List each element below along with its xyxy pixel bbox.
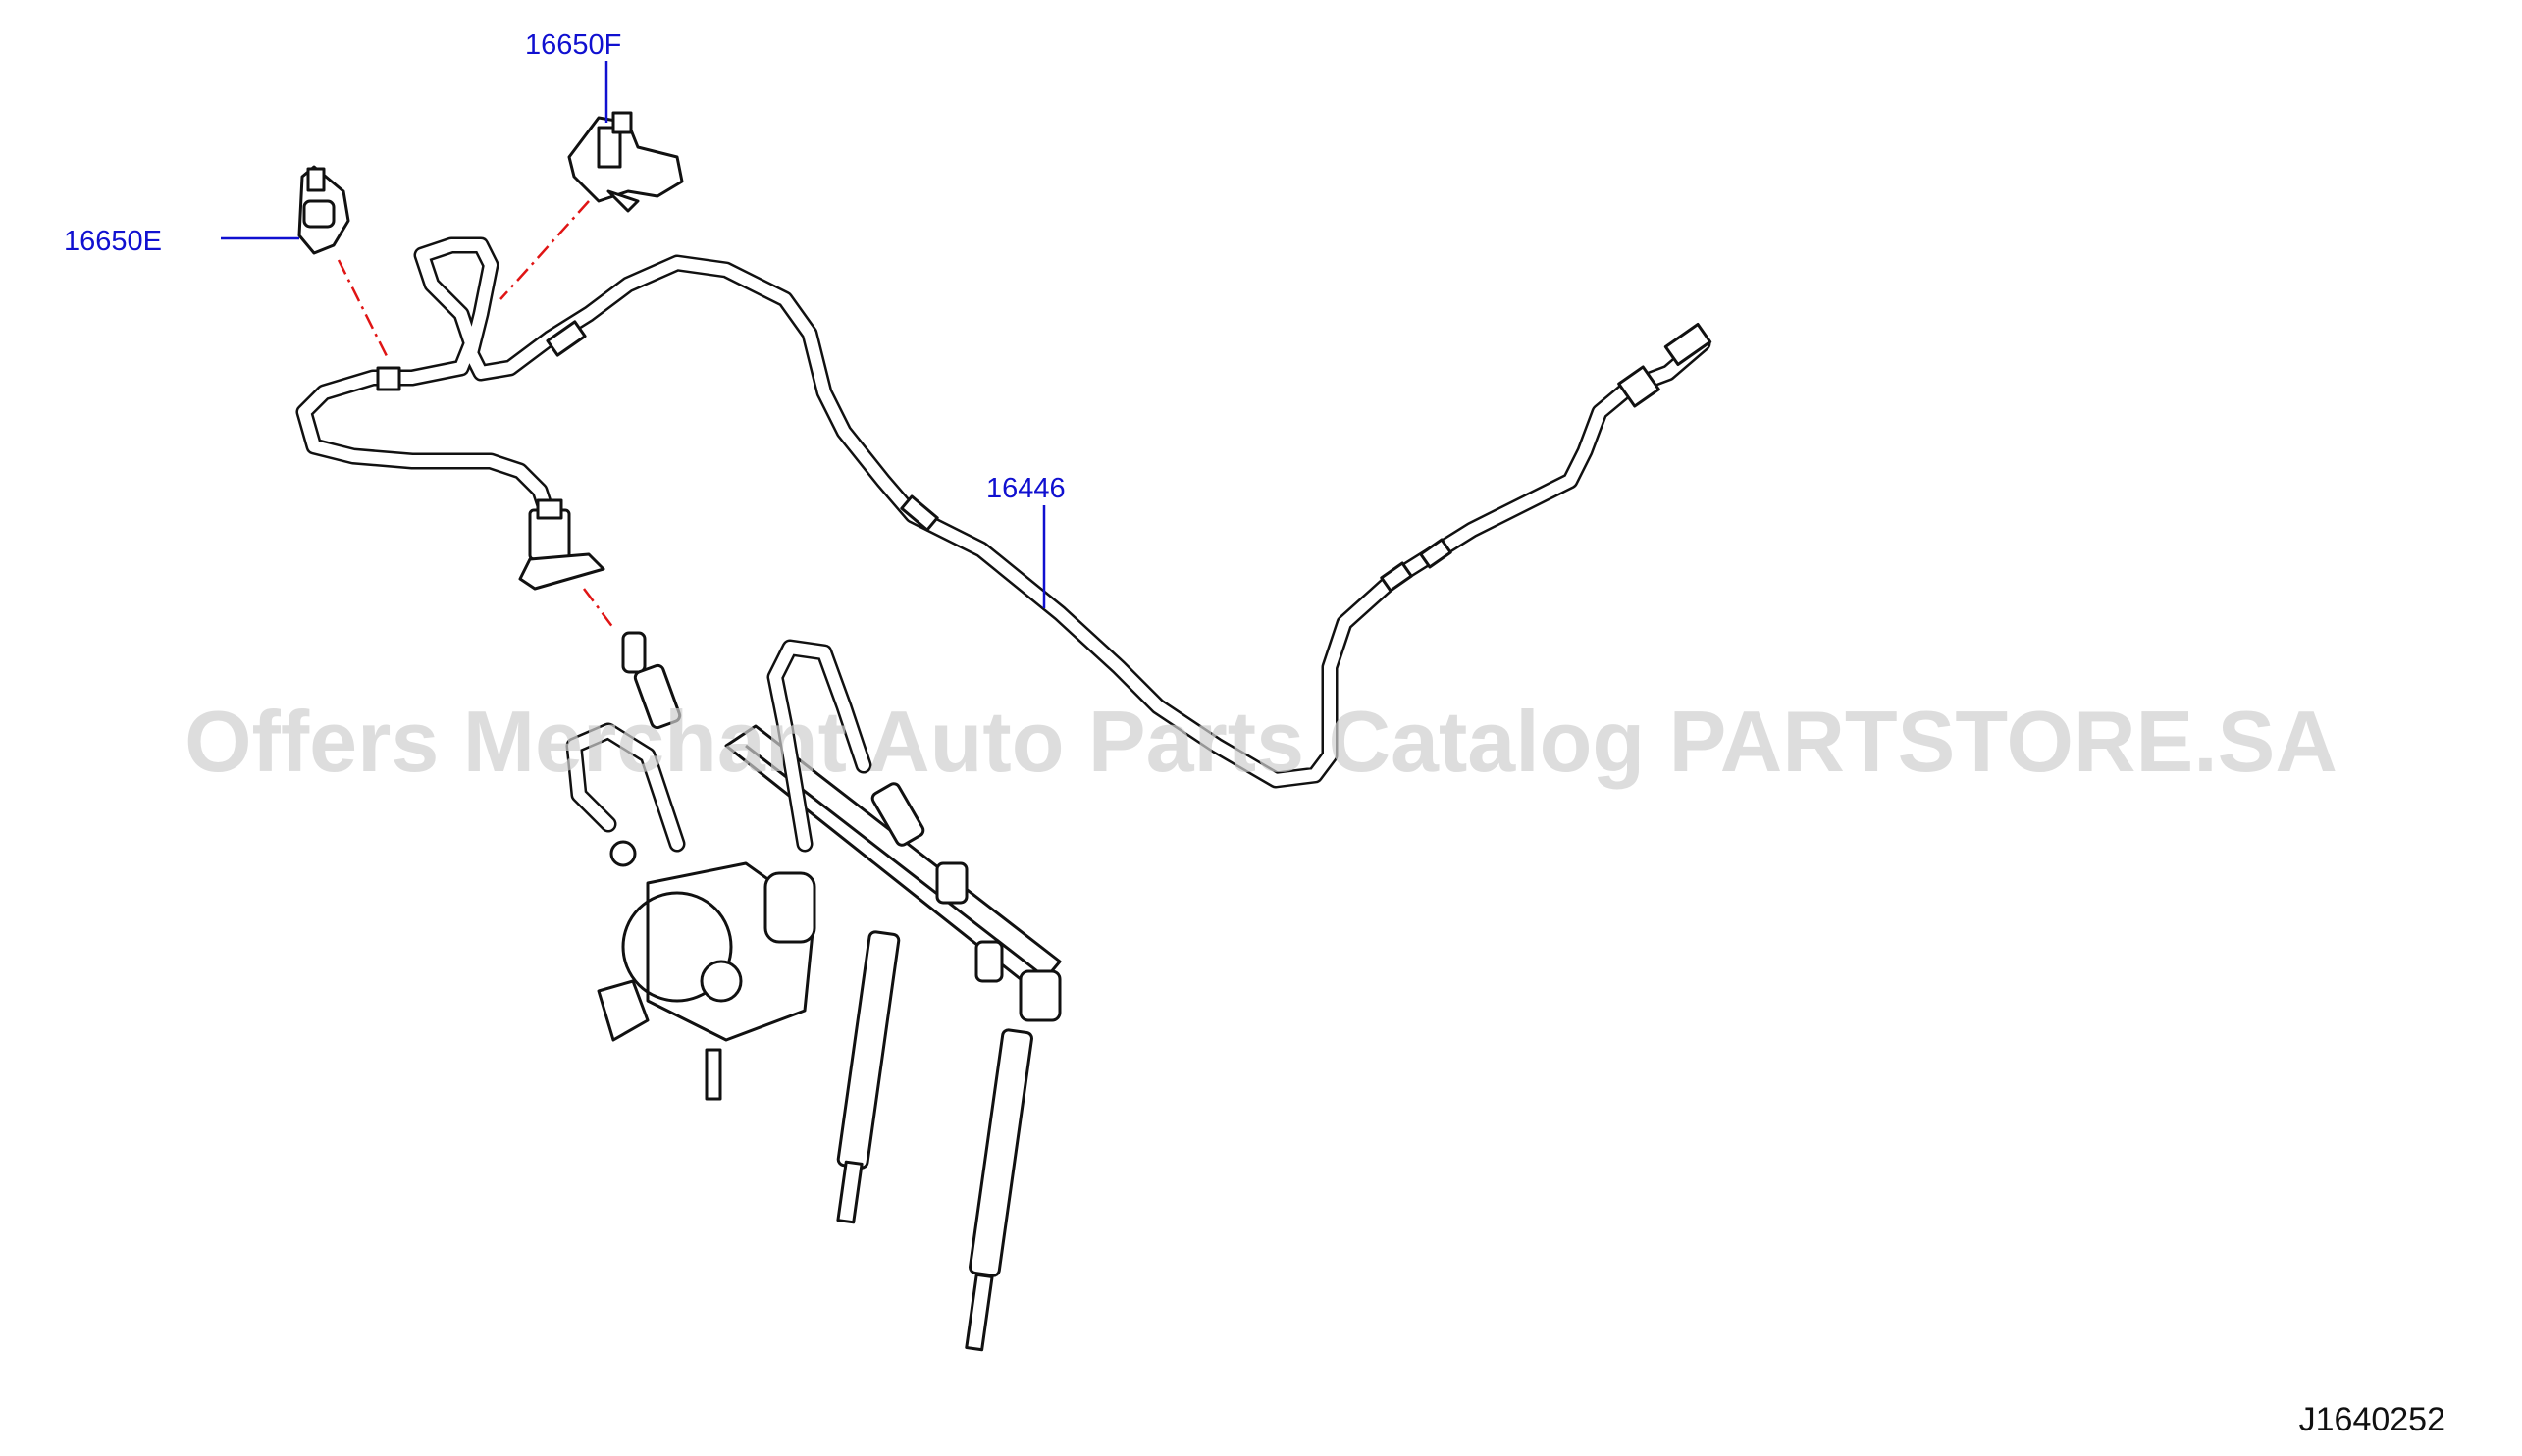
watermark: Offers Merchant Auto Parts Catalog PARTS… [184, 693, 2338, 790]
clip-16650F [567, 111, 684, 213]
assembly-lines [337, 200, 614, 629]
diagram-code: J1640252 [2298, 1401, 2445, 1438]
fuel-tube-16446 [295, 236, 1712, 789]
clip-16650E [297, 165, 350, 255]
callout-16446: 16446 [986, 473, 1066, 504]
fuel-rail-assembly [565, 631, 1062, 1352]
callout-16650E: 16650E [64, 226, 162, 257]
callout-16650F: 16650F [525, 29, 622, 61]
tube-connector [518, 498, 605, 591]
leader-lines [221, 61, 1046, 608]
